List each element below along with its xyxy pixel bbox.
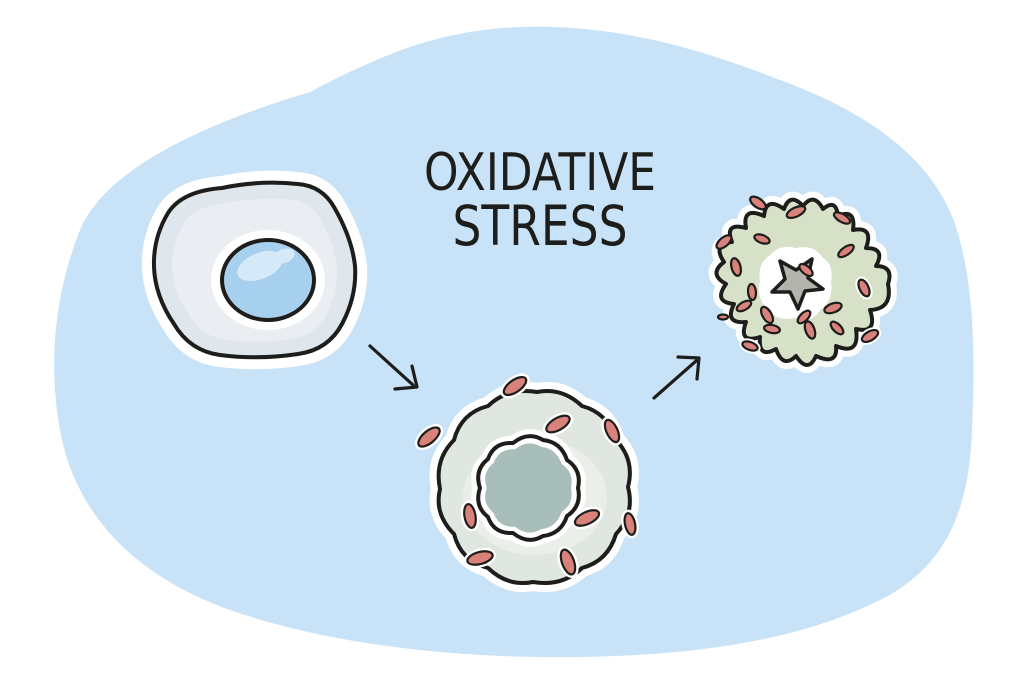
- free-radical: [557, 546, 579, 578]
- damaged-cell: [708, 191, 898, 373]
- free-radical-body: [466, 550, 494, 566]
- free-radical: [829, 320, 845, 336]
- free-radical-body: [545, 414, 571, 434]
- nucleus-highlight: [273, 248, 295, 264]
- free-radical: [571, 506, 603, 530]
- free-radical-body: [829, 320, 845, 336]
- free-radical-body: [603, 418, 621, 444]
- free-radical-body: [762, 323, 782, 335]
- free-radical: [542, 412, 574, 436]
- free-radical: [716, 313, 730, 321]
- free-radical-body: [798, 262, 814, 278]
- progression-arrow-2: [652, 355, 701, 400]
- free-radical-body: [759, 305, 775, 325]
- stressed-cell: [414, 373, 639, 592]
- free-radical: [803, 320, 817, 340]
- free-radical: [463, 547, 497, 569]
- free-radical-body: [785, 205, 807, 219]
- free-radical: [858, 327, 882, 345]
- free-radical-body: [729, 257, 743, 277]
- free-radical-body: [803, 320, 817, 340]
- stressed-nucleus: [485, 443, 572, 533]
- free-radical-body: [753, 233, 771, 245]
- free-radical: [601, 416, 623, 446]
- free-radical: [796, 309, 812, 325]
- free-radical-body: [832, 211, 852, 225]
- free-radical-body: [715, 234, 733, 250]
- free-radical-body: [746, 282, 758, 302]
- free-radical-body: [559, 548, 577, 576]
- free-radical: [798, 262, 814, 278]
- free-radical: [837, 243, 855, 259]
- free-radical: [855, 276, 873, 300]
- title-line-2: STRESS: [453, 194, 628, 258]
- free-radical-body: [716, 313, 730, 321]
- damaged-nucleus-star: [770, 257, 825, 311]
- free-radical: [735, 299, 753, 313]
- free-radical-body: [837, 243, 855, 259]
- free-radical: [759, 305, 775, 325]
- free-radical-body: [623, 512, 637, 536]
- free-radical-body: [573, 509, 601, 527]
- free-radical: [823, 301, 843, 315]
- free-radical-body: [823, 301, 843, 315]
- free-radical: [460, 500, 480, 532]
- free-radical-body: [741, 340, 759, 352]
- free-radical-body: [857, 278, 871, 298]
- free-radical: [729, 257, 743, 277]
- free-radical: [739, 338, 761, 354]
- nucleus-highlight: [237, 250, 283, 282]
- free-radical: [749, 195, 767, 211]
- free-radical-body: [502, 375, 528, 397]
- title-line-1: OXIDATIVE: [424, 143, 656, 203]
- free-radical: [753, 233, 771, 245]
- progression-arrow-1: [368, 344, 419, 391]
- free-radical: [621, 509, 639, 539]
- free-radical: [414, 423, 444, 451]
- free-radical-body: [417, 426, 441, 448]
- free-radical-body: [735, 299, 753, 313]
- free-radical: [832, 211, 852, 225]
- free-radical-body: [749, 195, 767, 211]
- free-radical: [785, 205, 807, 219]
- free-radical-body: [860, 328, 880, 344]
- free-radical: [500, 373, 530, 399]
- free-radical-body: [796, 309, 812, 325]
- free-radical-body: [463, 503, 477, 529]
- free-radical: [762, 323, 782, 335]
- free-radical: [715, 234, 733, 250]
- healthy-cell: [141, 170, 368, 370]
- free-radical: [746, 282, 758, 302]
